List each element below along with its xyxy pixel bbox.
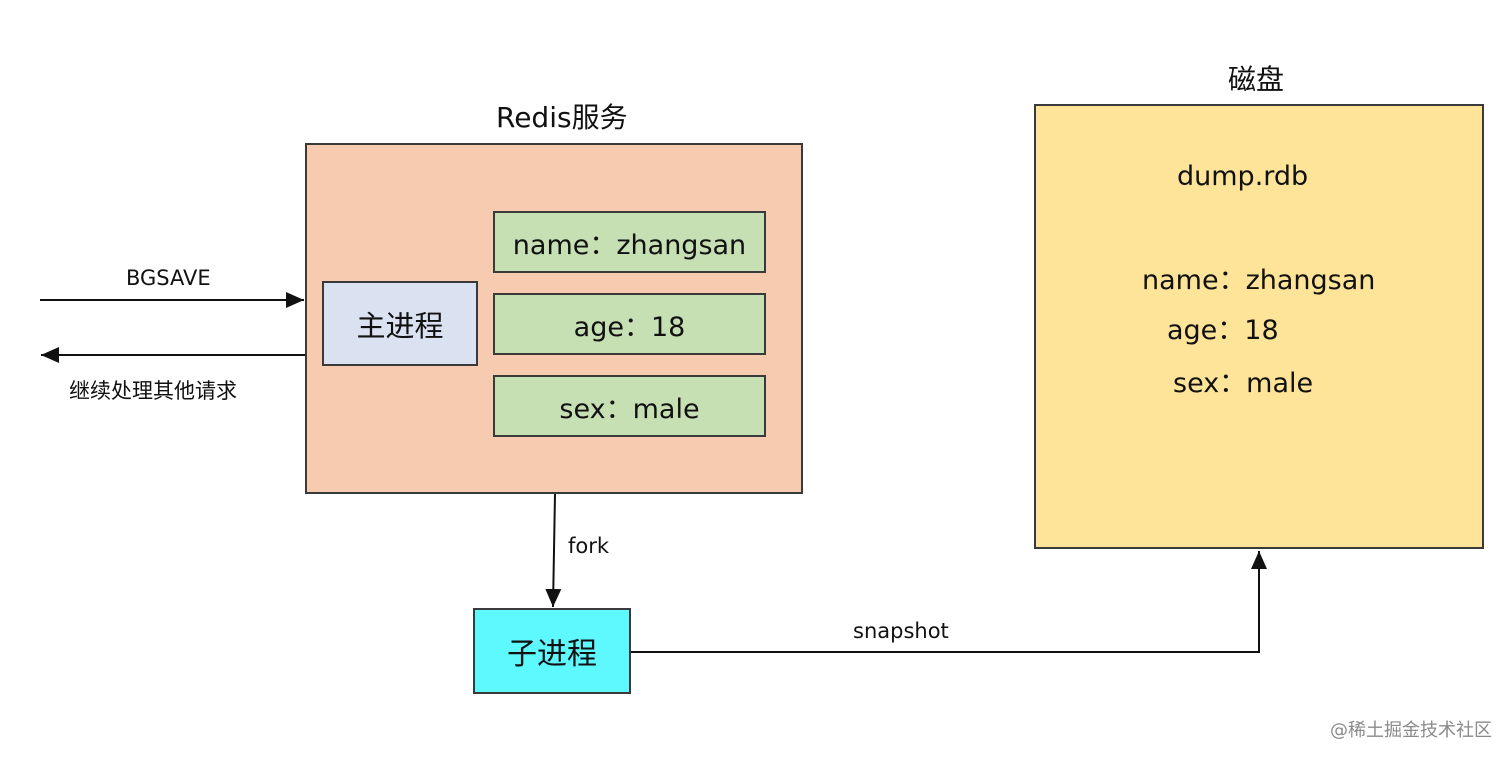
bgsave-label: BGSAVE (126, 266, 211, 290)
redis-service-title: Redis服务 (496, 101, 628, 134)
fork-arrow (545, 493, 562, 608)
dump-line-sex: sex：male (1173, 368, 1314, 399)
dump-line-name: name：zhangsan (1142, 265, 1376, 296)
disk-title: 磁盘 (1228, 63, 1285, 96)
continue-processing-label: 继续处理其他请求 (69, 379, 237, 403)
disk-box (1034, 104, 1484, 549)
redis-field-age: age：18 (493, 293, 766, 355)
dump-file-name: dump.rdb (1177, 161, 1309, 192)
main-process-box: 主进程 (322, 281, 478, 366)
fork-label: fork (568, 534, 610, 558)
watermark: @稀土掘金技术社区 (1330, 720, 1492, 741)
snapshot-arrow (631, 551, 1267, 653)
dump-line-age: age：18 (1167, 315, 1279, 346)
child-process-box: 子进程 (473, 608, 631, 694)
redis-field-name: name：zhangsan (493, 211, 766, 273)
redis-field-sex: sex：male (493, 375, 766, 437)
snapshot-label: snapshot (853, 619, 949, 643)
